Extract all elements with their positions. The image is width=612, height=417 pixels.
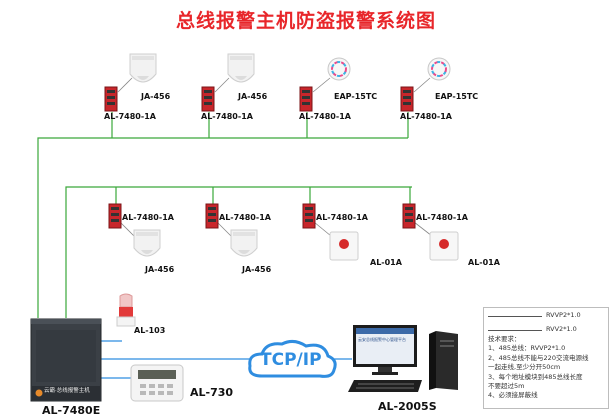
pir-detector-icon bbox=[227, 53, 255, 83]
module-label: AL-7480-1A bbox=[104, 112, 156, 121]
network-label: TCP/IP bbox=[260, 350, 322, 370]
glass-break-detector-icon bbox=[327, 57, 351, 81]
bus-lower-line bbox=[65, 186, 412, 318]
notes-item: 4、必须接屏蔽线 bbox=[488, 391, 538, 400]
screen-title: 云安总线报警中心管理平台 bbox=[358, 337, 406, 342]
notes-item: 2、485总线不能与220交流电源线 bbox=[488, 353, 589, 362]
pir-detector-icon bbox=[133, 229, 161, 257]
address-module-icon bbox=[205, 203, 219, 229]
sensor-label: AL-01A bbox=[370, 258, 402, 267]
keyboard-icon bbox=[348, 380, 422, 392]
cable-legend-1: RVVP2*1.0 bbox=[484, 311, 608, 321]
notes-item: 不要超过5m bbox=[488, 382, 525, 391]
emergency-button-icon bbox=[329, 231, 359, 261]
host-label: AL-7480E bbox=[42, 404, 101, 417]
sensor-label: JA-456 bbox=[242, 265, 272, 274]
legend-line bbox=[488, 330, 542, 331]
notes-heading: 技术要求： bbox=[488, 335, 521, 343]
pir-detector-icon bbox=[230, 229, 258, 257]
legend-line bbox=[488, 316, 542, 317]
sensor-wires bbox=[117, 77, 433, 237]
keypad-label: AL-730 bbox=[190, 386, 234, 399]
cable-legend-2: RVV2*1.0 bbox=[484, 325, 608, 335]
notes-item: 一起走线,至少分开50cm bbox=[488, 363, 561, 372]
emergency-button-icon bbox=[429, 231, 459, 261]
module-label: AL-7480-1A bbox=[400, 112, 452, 121]
siren-label: AL-103 bbox=[134, 326, 166, 335]
notes-item: 1、485总线：RVVP2*1.0 bbox=[488, 344, 566, 353]
network-cloud-icon bbox=[248, 339, 337, 378]
page-title: 总线报警主机防盗报警系统图 bbox=[175, 10, 436, 32]
address-module-icon bbox=[402, 203, 416, 229]
bus-upper-line bbox=[37, 137, 408, 318]
pc-label: AL-2005S bbox=[378, 400, 437, 413]
host-brand-text: 云霸·总线报警主机 bbox=[44, 388, 90, 394]
module-label: AL-7480-1A bbox=[201, 112, 253, 121]
bus-wiring bbox=[37, 112, 412, 318]
address-module-icon bbox=[108, 203, 122, 229]
monitor-icon bbox=[353, 325, 417, 375]
alarm-host-cabinet bbox=[30, 318, 102, 402]
keypad-icon bbox=[130, 364, 184, 402]
cable-type-label: RVVP2*1.0 bbox=[546, 311, 581, 319]
sensor-label: EAP-15TC bbox=[334, 92, 378, 101]
address-module-icon bbox=[201, 86, 215, 112]
pir-detector-icon bbox=[129, 53, 157, 83]
sensor-label: AL-01A bbox=[468, 258, 500, 267]
address-module-icon bbox=[299, 86, 313, 112]
cable-type-label: RVV2*1.0 bbox=[546, 325, 577, 333]
glass-break-detector-icon bbox=[427, 57, 451, 81]
sensor-label: JA-456 bbox=[238, 92, 268, 101]
notes-item: 3、每个地址模块到485总线长度 bbox=[488, 372, 583, 381]
sensor-label: JA-456 bbox=[145, 265, 175, 274]
module-label: AL-7480-1A bbox=[316, 213, 368, 222]
module-label: AL-7480-1A bbox=[219, 213, 271, 222]
address-module-icon bbox=[104, 86, 118, 112]
module-label: AL-7480-1A bbox=[122, 213, 174, 222]
pc-tower-icon bbox=[429, 331, 458, 390]
sensor-label: JA-456 bbox=[141, 92, 171, 101]
module-label: AL-7480-1A bbox=[299, 112, 351, 121]
address-module-icon bbox=[400, 86, 414, 112]
sensor-label: EAP-15TC bbox=[435, 92, 479, 101]
technical-notes-box: RVVP2*1.0 RVV2*1.0 技术要求： 1、485总线：RVVP2*1… bbox=[483, 307, 609, 409]
siren-strobe-icon bbox=[116, 293, 136, 327]
module-label: AL-7480-1A bbox=[416, 213, 468, 222]
address-module-icon bbox=[302, 203, 316, 229]
